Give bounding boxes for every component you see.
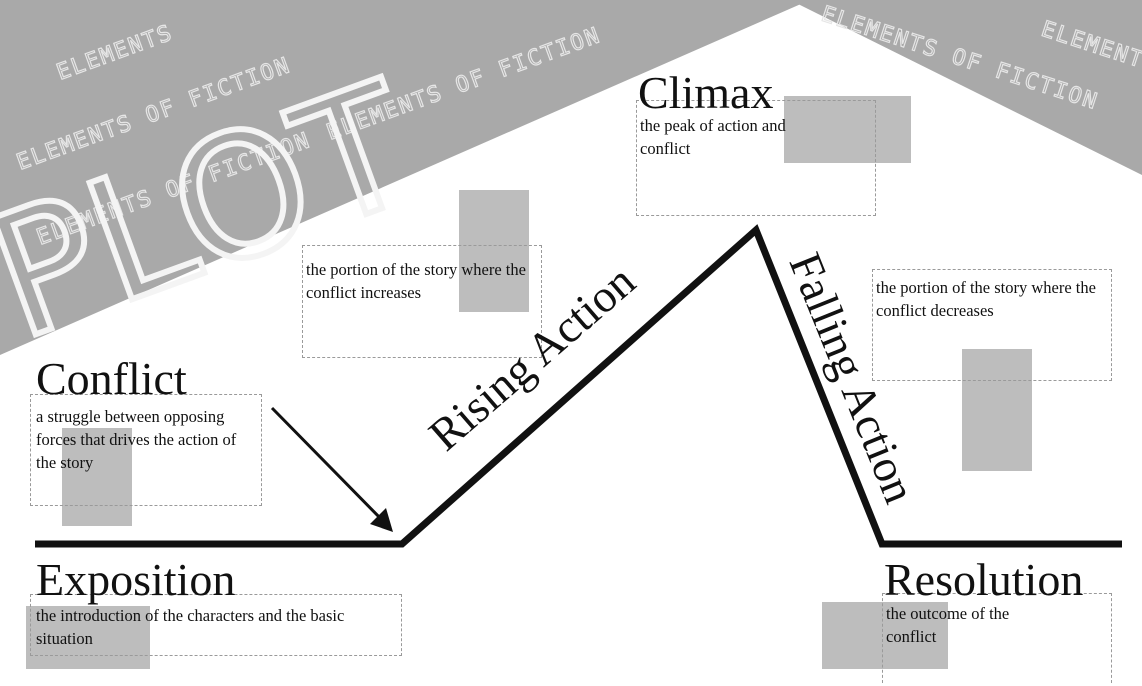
conflict-description: a struggle between opposing forces that … [36, 407, 237, 472]
exposition-box [30, 594, 402, 656]
placeholder-image-resolution [822, 602, 948, 669]
resolution-box [882, 593, 1112, 683]
rising-action-description: the portion of the story where the confl… [306, 260, 526, 302]
resolution-description: the outcome of the conflict [886, 604, 1010, 646]
conflict-arrow [270, 406, 388, 526]
placeholder-image-exposition [26, 606, 150, 669]
conflict-arrowhead-icon [370, 508, 393, 532]
climax-box [636, 100, 876, 216]
background-band-left [0, 0, 810, 355]
rising-action-box [302, 245, 542, 358]
climax-description: the peak of action and conflict [640, 116, 786, 158]
placeholder-image-rising [459, 190, 529, 312]
conflict-box [30, 394, 262, 506]
placeholder-image-falling [962, 349, 1032, 471]
background-band-right [790, 0, 1142, 175]
plot-line [35, 224, 1122, 548]
conflict-title: Conflict [36, 353, 187, 404]
exposition-title: Exposition [36, 554, 236, 605]
placeholder-image-climax [784, 96, 911, 163]
exposition-description: the introduction of the characters and t… [36, 606, 345, 648]
falling-action-description: the portion of the story where the confl… [876, 278, 1096, 320]
resolution-title: Resolution [884, 554, 1084, 605]
climax-title: Climax [638, 67, 774, 118]
falling-action-box [872, 269, 1112, 381]
placeholder-image-conflict [62, 428, 132, 526]
